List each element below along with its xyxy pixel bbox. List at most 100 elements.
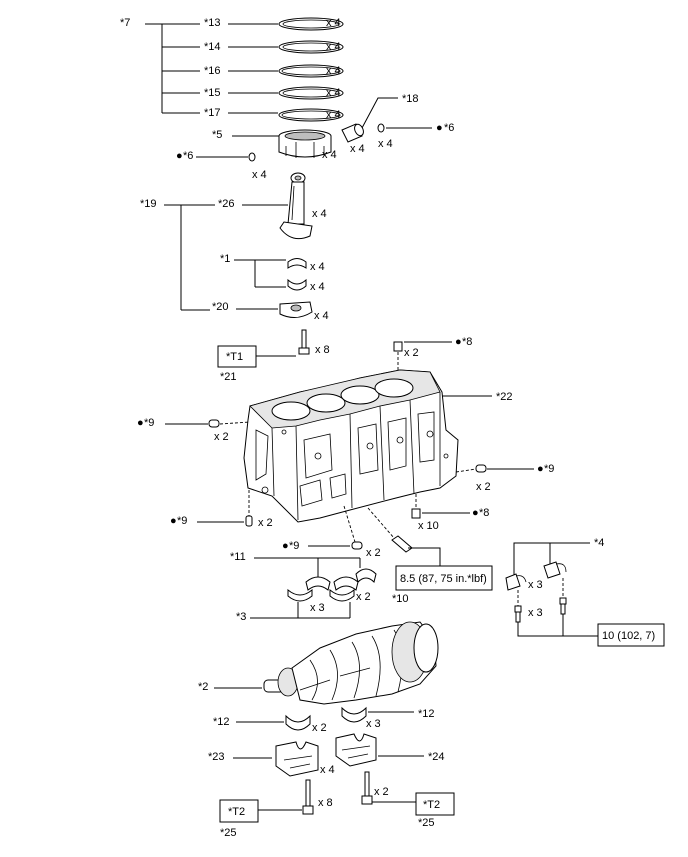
cap-bolt-right xyxy=(361,771,373,805)
callout-13: *13 xyxy=(204,17,221,29)
torque-label-4: 10 (102, 7) xyxy=(602,630,655,642)
cylinder-block xyxy=(243,369,459,523)
rod-cap xyxy=(279,301,313,318)
torque-box-t2-right xyxy=(415,792,455,816)
callout-9-left: *9 xyxy=(144,417,154,429)
qty-9-lower: x 2 xyxy=(258,517,273,529)
dowel-pin-right xyxy=(475,464,487,473)
qty-12-right: x 3 xyxy=(366,718,381,730)
qty-8-bottom: x 10 xyxy=(418,520,439,532)
callout-15: *15 xyxy=(204,87,221,99)
piston xyxy=(278,129,332,158)
qty-5: x 4 xyxy=(322,149,337,161)
piston-group: *5 x 4 *18 x 4 ● *6 x 4 ● *6 x 4 xyxy=(176,93,454,181)
qty-11-a: x 3 xyxy=(310,602,325,614)
callout-8-top: *8 xyxy=(462,336,472,348)
qty-12-left: x 2 xyxy=(312,722,327,734)
oil-jet-plug-top xyxy=(393,341,403,352)
lower-bearing-group: *12 x 2 *12 x 3 xyxy=(213,706,435,734)
callout-6-left: *6 xyxy=(183,150,193,162)
callout-18: *18 xyxy=(402,93,419,105)
callout-11: *11 xyxy=(230,551,246,563)
main-bearing-lower-1 xyxy=(287,588,313,602)
callout-19: *19 xyxy=(140,198,157,210)
main-bearing-lower-2 xyxy=(329,588,355,602)
callout-24: *24 xyxy=(428,751,445,763)
callout-12-right: *12 xyxy=(418,708,435,720)
qty-9-left: x 2 xyxy=(214,431,229,443)
callout-12-left: *12 xyxy=(213,716,230,728)
torque-box-4 xyxy=(597,623,665,647)
bullet-9b: ● xyxy=(537,463,544,475)
snap-ring-right xyxy=(377,123,385,133)
qty-4-bolt: x 3 xyxy=(528,607,543,619)
bullet-8b: ● xyxy=(472,507,479,519)
main-bearing-group: *11 x 3 x 2 *3 xyxy=(230,551,377,623)
torque-label-t2-right: *T2 xyxy=(423,799,440,811)
callout-25-right: *25 xyxy=(418,817,435,829)
qty-6-right: x 4 xyxy=(378,138,393,150)
rod-bearing-upper xyxy=(287,258,307,269)
callout-5: *5 xyxy=(212,129,222,141)
stud-bolt xyxy=(391,535,413,553)
bullet-6a: ● xyxy=(436,122,443,134)
callout-10: *10 xyxy=(392,593,409,605)
qty-11-b: x 2 xyxy=(356,591,371,603)
callout-2: *2 xyxy=(198,681,208,693)
oil-jet-plug-bottom xyxy=(411,508,421,519)
callout-9-bottom: *9 xyxy=(289,540,299,552)
bullet-9a: ● xyxy=(137,417,144,429)
oil-nozzle-bolt-1 xyxy=(514,605,522,623)
connecting-rod-group: *19 *26 x 4 *1 x 4 x 4 *20 x 4 xyxy=(140,172,330,383)
snap-ring-left xyxy=(248,152,256,162)
qty-25-right: x 2 xyxy=(374,786,389,798)
qty-17: x 4 xyxy=(326,109,341,121)
torque-label-t2-left: *T2 xyxy=(228,806,245,818)
lower-main-bearing-2 xyxy=(341,706,367,723)
torque-box-t2-left xyxy=(219,799,259,823)
qty-1-upper: x 4 xyxy=(310,261,325,273)
qty-23: x 4 xyxy=(320,764,335,776)
torque-label-10: 8.5 (87, 75 in.*lbf) xyxy=(400,573,487,585)
callout-7: *7 xyxy=(120,17,130,29)
qty-13: x 4 xyxy=(326,17,341,29)
lower-main-bearing-1 xyxy=(285,714,311,731)
main-bearing-upper-3 xyxy=(355,568,377,583)
callout-3: *3 xyxy=(236,611,246,623)
dowel-pin-lower xyxy=(245,515,253,527)
oil-nozzle-2 xyxy=(543,561,567,579)
callout-8-bottom: *8 xyxy=(479,507,489,519)
bullet-6b: ● xyxy=(176,150,183,162)
qty-15: x 4 xyxy=(326,87,341,99)
crankshaft-bearing-cap-2 xyxy=(335,733,377,767)
qty-25-left: x 8 xyxy=(318,797,333,809)
rod-bearing-lower xyxy=(287,278,307,291)
callout-14: *14 xyxy=(204,41,221,53)
callout-22: *22 xyxy=(496,391,513,403)
callout-4: *4 xyxy=(594,537,604,549)
qty-16: x 4 xyxy=(326,65,341,77)
callout-1: *1 xyxy=(220,253,230,265)
qty-6-left: x 4 xyxy=(252,169,267,181)
qty-26: x 4 xyxy=(312,208,327,220)
qty-9-bottom: x 2 xyxy=(366,547,381,559)
qty-8-top: x 2 xyxy=(404,347,419,359)
cap-bolt-left xyxy=(302,779,314,815)
torque-label-t1: *T1 xyxy=(226,351,243,363)
callout-16: *16 xyxy=(204,65,221,77)
connecting-rod xyxy=(279,172,313,240)
bearing-cap-group: *23 x 4 *24 x 8 *T2 *25 x 2 *T2 *25 xyxy=(208,733,455,839)
rod-cap-bolt xyxy=(298,329,310,355)
dowel-pin-bottom xyxy=(351,541,363,550)
qty-1-lower: x 4 xyxy=(310,281,325,293)
oil-nozzle-1 xyxy=(505,573,527,591)
oil-nozzle-bolt-2 xyxy=(559,597,567,615)
main-bearing-upper-2 xyxy=(333,576,359,591)
bullet-8a: ● xyxy=(455,336,462,348)
qty-9-right: x 2 xyxy=(476,481,491,493)
callout-23: *23 xyxy=(208,751,225,763)
dowel-pin-left xyxy=(208,419,220,428)
crankshaft xyxy=(263,621,439,705)
